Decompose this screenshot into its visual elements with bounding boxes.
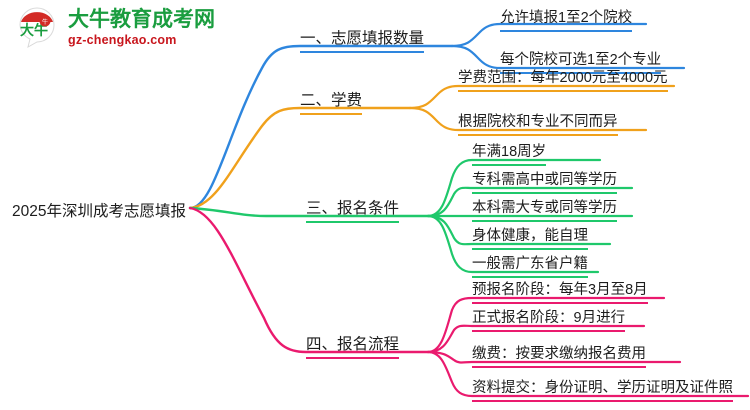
svg-text:牛: 牛: [42, 18, 48, 26]
leaf-node-4-3[interactable]: 缴费：按要求缴纳报名费用: [472, 342, 646, 368]
svg-text:大牛: 大牛: [20, 22, 48, 39]
leaf-node-3-1[interactable]: 年满18周岁: [472, 140, 547, 166]
leaf-node-4-4[interactable]: 资料提交：身份证明、学历证明及证件照: [472, 376, 733, 402]
leaf-node-4-2[interactable]: 正式报名阶段：9月进行: [472, 306, 626, 332]
connector-branch-4-leaf-2: [426, 324, 646, 354]
connector-branch-1-leaf-1: [450, 22, 648, 48]
branch-node-1[interactable]: 一、志愿填报数量: [300, 26, 425, 53]
logo-emblem-icon: 大牛 牛: [14, 6, 60, 50]
branch-node-2[interactable]: 二、学费: [300, 88, 363, 115]
connector-root-to-branch-2: [188, 106, 412, 210]
leaf-node-3-5[interactable]: 一般需广东省户籍: [472, 252, 588, 278]
connector-branch-1-leaf-2: [450, 44, 686, 70]
leaf-node-3-3[interactable]: 本科需大专或同等学历: [472, 196, 617, 222]
mindmap-root-node[interactable]: 2025年深圳成考志愿填报: [12, 203, 186, 220]
connector-root-to-branch-4: [188, 206, 430, 354]
logo-subtitle: gz-chengkao.com: [68, 33, 177, 48]
leaf-node-1-2[interactable]: 每个院校可选1至2个专业: [500, 48, 662, 74]
connector-branch-3-leaf-2: [426, 186, 634, 218]
branch-node-3[interactable]: 三、报名条件: [306, 196, 400, 223]
connector-branch-4-leaf-4: [426, 350, 750, 398]
leaf-node-2-1[interactable]: 学费范围：每年2000元至4000元: [458, 66, 668, 92]
connector-root-to-branch-3: [188, 206, 430, 218]
leaf-node-1-1[interactable]: 允许填报1至2个院校: [500, 6, 633, 32]
connector-branch-3-leaf-4: [426, 214, 612, 246]
logo-text-block: 大牛教育成考网 gz-chengkao.com: [68, 9, 215, 47]
branch-node-4[interactable]: 四、报名流程: [306, 332, 400, 359]
site-logo[interactable]: 大牛 牛 大牛教育成考网 gz-chengkao.com: [14, 6, 215, 50]
leaf-node-2-2[interactable]: 根据院校和专业不同而异: [458, 110, 618, 136]
connector-root-to-branch-1: [188, 44, 454, 210]
connector-branch-4-leaf-3: [426, 350, 682, 364]
connector-branch-2-leaf-2: [408, 106, 648, 132]
connector-branch-2-leaf-1: [408, 84, 676, 110]
leaf-node-3-2[interactable]: 专科需高中或同等学历: [472, 168, 617, 194]
connector-branch-3-leaf-5: [426, 214, 600, 274]
logo-title: 大牛教育成考网: [68, 8, 215, 32]
leaf-node-4-1[interactable]: 预报名阶段：每年3月至8月: [472, 278, 648, 304]
connector-branch-3-leaf-1: [426, 158, 602, 218]
connector-branch-4-leaf-1: [426, 296, 666, 354]
leaf-node-3-4[interactable]: 身体健康，能自理: [472, 224, 588, 250]
